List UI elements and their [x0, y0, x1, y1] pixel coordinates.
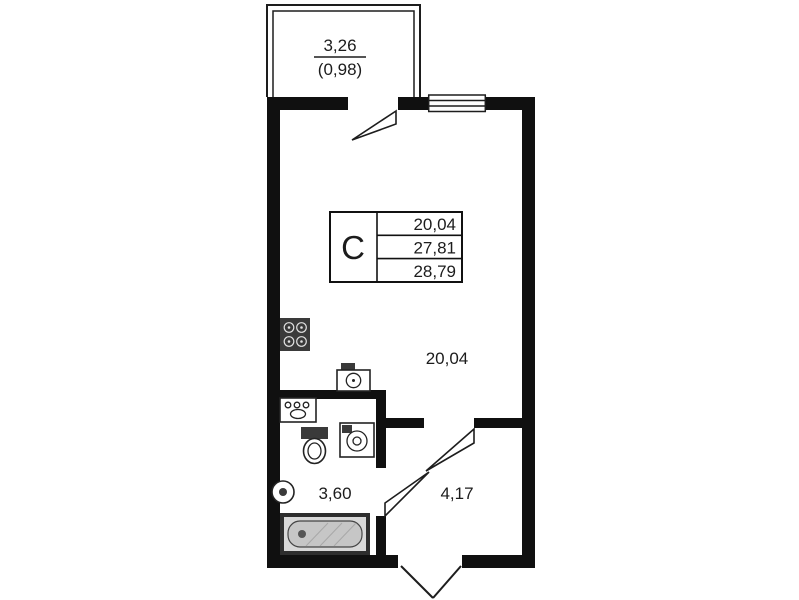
stamp-total-area-with-balcony: 28,79 [413, 262, 456, 281]
kitchen-sink-tap [341, 363, 355, 372]
wall-left [267, 97, 280, 568]
window-symbol [427, 93, 487, 113]
wall-top-right [486, 97, 535, 110]
balcony-inner-wall [272, 10, 415, 97]
kitchen-sink-symbol [336, 363, 371, 392]
balcony-reduced-area-label: (0,98) [318, 60, 362, 79]
wall-top-mid [398, 97, 428, 110]
stamp-total-area: 27,81 [413, 239, 456, 258]
stove-burner-dot [287, 326, 291, 329]
stove-body [280, 318, 310, 351]
stamp-letter: С [341, 229, 365, 266]
kitchen-sink-basin [345, 372, 362, 389]
bathtub-hatch [305, 522, 329, 547]
bathtub-hatch [333, 522, 357, 547]
wall-hall-right [474, 418, 522, 428]
balcony-door-leaf [351, 109, 397, 141]
hall-door-leaf [425, 427, 475, 472]
toilet-symbol [301, 427, 328, 465]
wall-bottom-left [267, 555, 398, 568]
entry-door-leaf [432, 565, 462, 599]
outer-walls [267, 97, 535, 568]
toilet-bowl [302, 437, 327, 465]
wall-right [522, 97, 535, 568]
info-stamp: С 20,04 27,81 28,79 [329, 211, 463, 283]
stove-burner [283, 322, 295, 333]
washing-machine-panel [342, 425, 352, 433]
doors [351, 109, 475, 599]
vanity-knob [293, 401, 301, 409]
stamp-frame [329, 211, 463, 283]
wall-hall-left [386, 418, 424, 428]
hall-area-label: 4,17 [440, 484, 473, 503]
room-labels: 20,04 3,60 4,17 [318, 349, 473, 503]
stove-burner [296, 336, 307, 347]
vanity-knob [284, 401, 292, 409]
vanity-knob [302, 401, 310, 409]
balcony-outer-wall [266, 4, 421, 97]
washing-machine-drum [346, 430, 368, 452]
stove-burner [283, 336, 295, 347]
bathtub-basin [287, 520, 363, 548]
stamp-living-area: 20,04 [413, 215, 456, 234]
bathtub-symbol [280, 513, 370, 555]
bathtub-hatch [319, 522, 343, 547]
stove-burner-dot [300, 340, 303, 343]
main-room-area-label: 20,04 [426, 349, 469, 368]
window-backing [428, 93, 486, 113]
toilet-tank [301, 427, 328, 439]
stove-burner [296, 322, 307, 333]
balcony: 3,26 (0,98) [266, 4, 421, 97]
washing-machine-symbol [339, 422, 375, 458]
bathroom-door-leaf [384, 471, 430, 518]
wall-bathroom-side-lower [376, 516, 386, 555]
water-heater-symbol [271, 480, 295, 504]
wall-top-left [267, 97, 348, 110]
stove-symbol [280, 318, 310, 351]
washing-machine-drum-inner [352, 436, 362, 446]
bathroom-area-label: 3,60 [318, 484, 351, 503]
vanity-basin [289, 408, 307, 420]
wall-bottom-right [462, 555, 535, 568]
entry-door-leaf [400, 565, 434, 599]
wall-bathroom-side-upper [376, 390, 386, 468]
bathtub-drain [298, 530, 306, 538]
stove-burner-dot [287, 340, 291, 343]
stove-burner-dot [300, 326, 303, 329]
water-heater-center [279, 488, 287, 496]
balcony-area-label: 3,26 [323, 36, 356, 55]
toilet-bowl-inner [307, 442, 322, 460]
interior-walls [280, 390, 522, 555]
wall-bathroom-top [280, 390, 386, 399]
vanity-sink-symbol [279, 397, 317, 423]
kitchen-sink-drain [352, 379, 355, 382]
